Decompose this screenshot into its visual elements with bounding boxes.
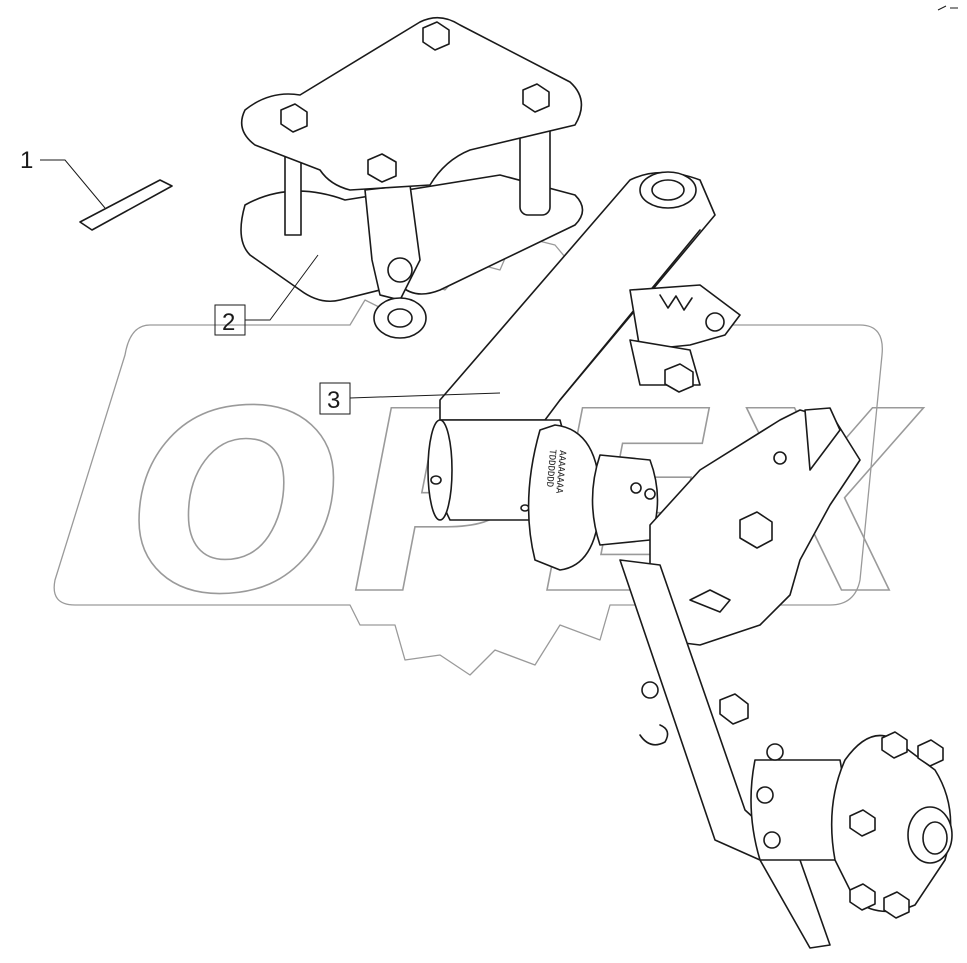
bracket-nut (739, 511, 773, 549)
arm-edge-line (559, 229, 701, 401)
bolt-head-right (522, 83, 550, 113)
bracket-top-tab (804, 407, 841, 471)
bracket-slot (689, 589, 731, 613)
leg-bolt (719, 693, 749, 725)
clamp-ring (527, 424, 601, 571)
callout-3-number: 3 (327, 387, 340, 414)
bracket-hole (773, 451, 787, 465)
leg-clip (639, 724, 669, 746)
callout-1-leader (40, 159, 106, 209)
hub-cap-center (922, 821, 948, 855)
wheel-stud-2 (917, 739, 944, 767)
axle-bolt-3 (763, 831, 781, 849)
lever-nut (664, 363, 694, 393)
decal-strip (79, 179, 173, 231)
wheel-stud-1 (881, 731, 908, 759)
shaft-hole-2 (644, 488, 656, 500)
shaft-hole-1 (630, 482, 642, 494)
part-3-pivot-arm-assembly: AAAAAAAA TDDDDDD (427, 171, 953, 949)
bolt-head-center (367, 153, 397, 183)
callout-3-leader (349, 392, 501, 399)
hub-cylinder-end (427, 419, 453, 521)
clamp-eye-hole (387, 308, 413, 328)
callout-3-box (319, 382, 351, 415)
wheel-stud-4 (849, 883, 876, 911)
svg-text:TDDDDDD: TDDDDDD (544, 449, 557, 488)
callout-3: 3 (319, 382, 501, 415)
corner-mark (937, 5, 958, 11)
svg-text:AAAAAAAA: AAAAAAAA (553, 450, 567, 495)
lever-bolt (705, 312, 725, 332)
callout-1-number: 1 (20, 147, 33, 174)
bolt-head-top (422, 21, 450, 51)
wheel-stud-3 (849, 809, 876, 837)
spindle-shaft (591, 454, 659, 546)
leg-pin-head (641, 681, 659, 699)
wheel-stud-5 (883, 891, 910, 919)
axle-bolt-1 (766, 743, 784, 761)
wheel-hub (750, 731, 953, 919)
ring-label: AAAAAAAA TDDDDDD (544, 449, 567, 495)
part-2-mounting-bracket (240, 16, 584, 339)
hub-grease-nipple (430, 475, 442, 485)
upper-plate (240, 16, 583, 191)
bolt-head-left (280, 103, 308, 133)
callout-2-leader (245, 254, 319, 321)
callout-1: 1 (20, 147, 106, 209)
post-left (284, 149, 302, 236)
callout-2-number: 2 (222, 309, 235, 336)
axle-bolt-2 (756, 786, 774, 804)
arm-pivot-hole (651, 179, 685, 201)
clamp-bolt (387, 257, 413, 283)
spring-coil (659, 294, 693, 311)
callout-2: 2 (214, 254, 319, 336)
part-1-decal (79, 179, 173, 231)
